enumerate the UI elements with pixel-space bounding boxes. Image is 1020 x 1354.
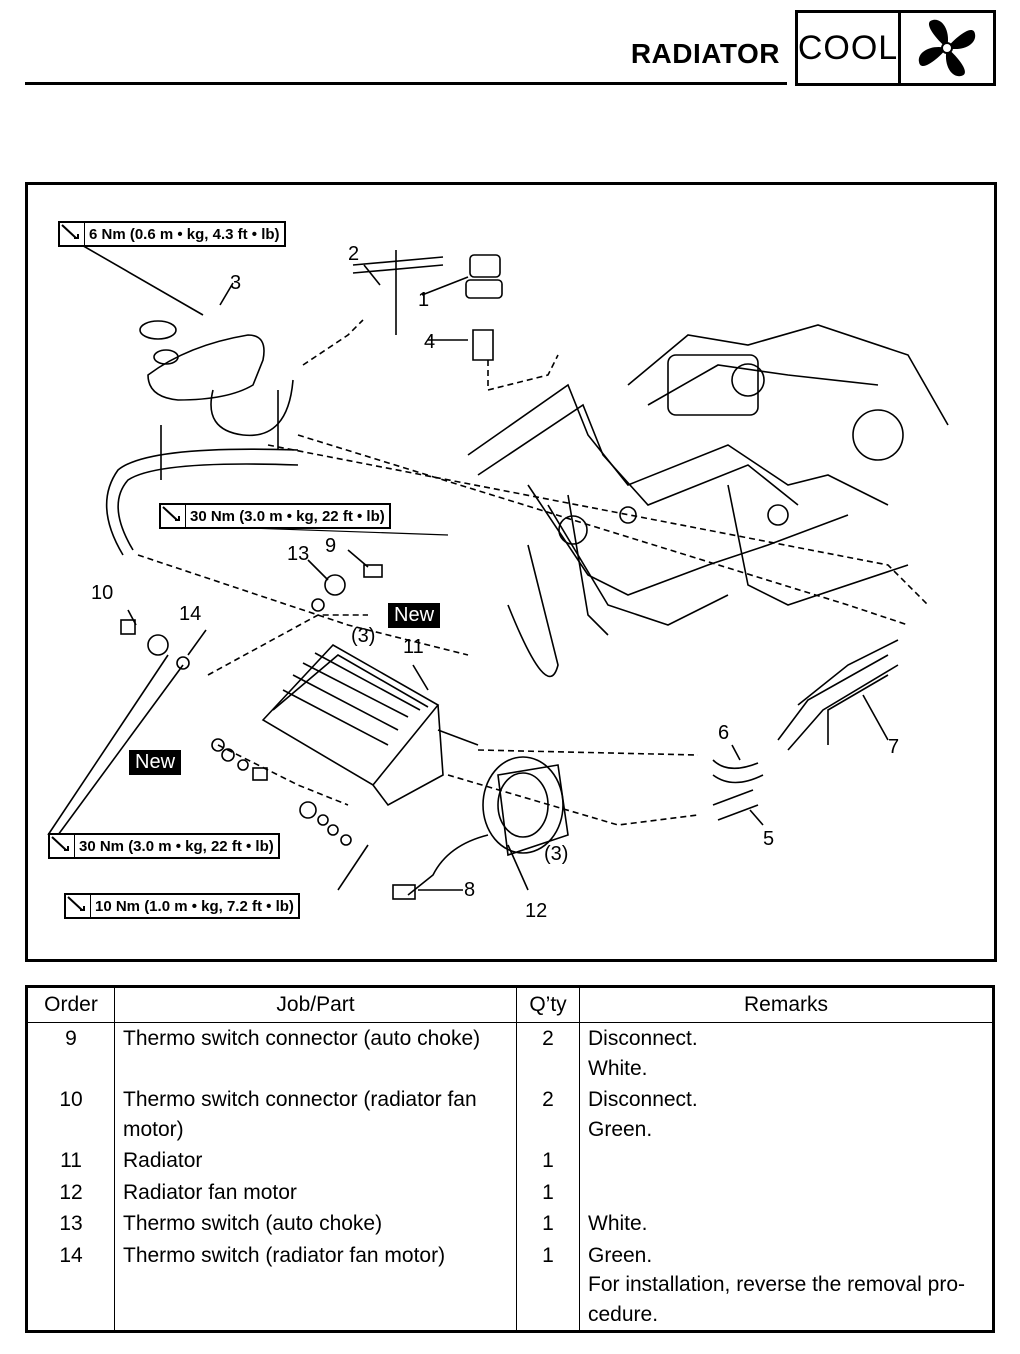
callout-7: 7: [888, 736, 900, 758]
table-row: 10 Thermo switch connector (radiator fan…: [26, 1084, 994, 1145]
remark-line: White.: [588, 1212, 648, 1235]
qty-cell: 1: [516, 1239, 580, 1332]
remarks-cell: [579, 1145, 994, 1177]
part-cell: Thermo switch (auto choke): [114, 1208, 517, 1240]
callout-14: 14: [179, 603, 202, 625]
part-cell: Radiator fan motor: [114, 1176, 517, 1208]
callout-10: 10: [91, 582, 114, 604]
new-part-tag: New: [388, 603, 441, 628]
column-header: Remarks: [579, 986, 994, 1023]
remark-line: White.: [588, 1056, 648, 1080]
torque-value: 30 Nm (3.0 m • kg, 22 ft • lb): [79, 837, 274, 855]
table-row: 13 Thermo switch (auto choke) 1 White.: [26, 1208, 994, 1240]
callout-12: 12: [525, 900, 548, 922]
order-cell: 10: [26, 1084, 115, 1145]
torque-wrench-icon: [60, 223, 85, 245]
torque-wrench-icon: [50, 835, 75, 857]
part-cell: Thermo switch connector (auto choke): [114, 1022, 517, 1084]
torque-value: 6 Nm (0.6 m • kg, 4.3 ft • lb): [89, 225, 280, 243]
job-part-table: Order Job/Part Q’ty Remarks 9 Thermo swi…: [25, 985, 995, 1333]
fan-icon: [901, 13, 993, 83]
torque-value: 30 Nm (3.0 m • kg, 22 ft • lb): [190, 507, 385, 525]
column-header: Order: [26, 986, 115, 1023]
table-row: 14 Thermo switch (radiator fan motor) 1 …: [26, 1239, 994, 1332]
torque-value: 10 Nm (1.0 m • kg, 7.2 ft • lb): [95, 897, 294, 915]
remarks-cell: Green. For installation, reverse the rem…: [579, 1239, 994, 1332]
table-row: 9 Thermo switch connector (auto choke) 2…: [26, 1022, 994, 1084]
torque-spec-radiator-bolt: 10 Nm (1.0 m • kg, 7.2 ft • lb): [64, 893, 300, 919]
qty-cell: 2: [516, 1084, 580, 1145]
part-cell: Thermo switch (radiator fan motor): [114, 1239, 517, 1332]
remarks-cell: Disconnect. White.: [579, 1022, 994, 1084]
qty-cell: 1: [516, 1176, 580, 1208]
remark-line: Disconnect.: [588, 1027, 698, 1050]
section-tab: COOL: [795, 10, 996, 86]
remarks-cell: White.: [579, 1208, 994, 1240]
header-rule: [25, 82, 787, 85]
diagram-drawing: [47, 239, 949, 900]
remarks-cell: Disconnect. Green.: [579, 1084, 994, 1145]
callout-9: 9: [325, 535, 337, 557]
callout-1: 1: [418, 289, 430, 311]
table-row: 11 Radiator 1: [26, 1145, 994, 1177]
section-label: COOL: [798, 13, 901, 83]
part-cell: Thermo switch connector (radiator fan mo…: [114, 1084, 517, 1145]
remark-line: For installation, reverse the removal pr…: [588, 1273, 965, 1326]
callout-6: 6: [718, 722, 730, 744]
exploded-diagram: 6 Nm (0.6 m • kg, 4.3 ft • lb) 30 Nm (3.…: [25, 182, 997, 962]
callout-8: 8: [464, 879, 476, 901]
remark-line: Disconnect.: [588, 1088, 698, 1111]
qty-cell: 2: [516, 1022, 580, 1084]
callout-2: 2: [348, 243, 360, 265]
order-cell: 11: [26, 1145, 115, 1177]
torque-wrench-icon: [66, 895, 91, 917]
callout-5: 5: [763, 828, 775, 850]
torque-spec-thermo-switch: 30 Nm (3.0 m • kg, 22 ft • lb): [48, 833, 280, 859]
qty-cell: 1: [516, 1208, 580, 1240]
torque-spec-hose: 30 Nm (3.0 m • kg, 22 ft • lb): [159, 503, 391, 529]
callout-qty-3: (3): [544, 843, 569, 865]
callout-4: 4: [424, 331, 436, 353]
order-cell: 9: [26, 1022, 115, 1084]
order-cell: 13: [26, 1208, 115, 1240]
column-header: Q’ty: [516, 986, 580, 1023]
new-part-tag: New: [129, 750, 182, 775]
qty-cell: 1: [516, 1145, 580, 1177]
callout-qty-3: (3): [351, 625, 376, 647]
remark-line: Green.: [588, 1243, 653, 1267]
remarks-cell: [579, 1176, 994, 1208]
order-cell: 14: [26, 1239, 115, 1332]
table-header-row: Order Job/Part Q’ty Remarks: [26, 986, 994, 1023]
callout-13: 13: [287, 543, 310, 565]
remark-line: Green.: [588, 1117, 653, 1141]
page-title: RADIATOR: [630, 38, 780, 69]
callout-3: 3: [230, 272, 242, 294]
callout-11: 11: [403, 636, 424, 658]
torque-spec-tank: 6 Nm (0.6 m • kg, 4.3 ft • lb): [58, 221, 286, 247]
table-row: 12 Radiator fan motor 1: [26, 1176, 994, 1208]
torque-wrench-icon: [161, 505, 186, 527]
order-cell: 12: [26, 1176, 115, 1208]
column-header: Job/Part: [114, 986, 517, 1023]
part-cell: Radiator: [114, 1145, 517, 1177]
